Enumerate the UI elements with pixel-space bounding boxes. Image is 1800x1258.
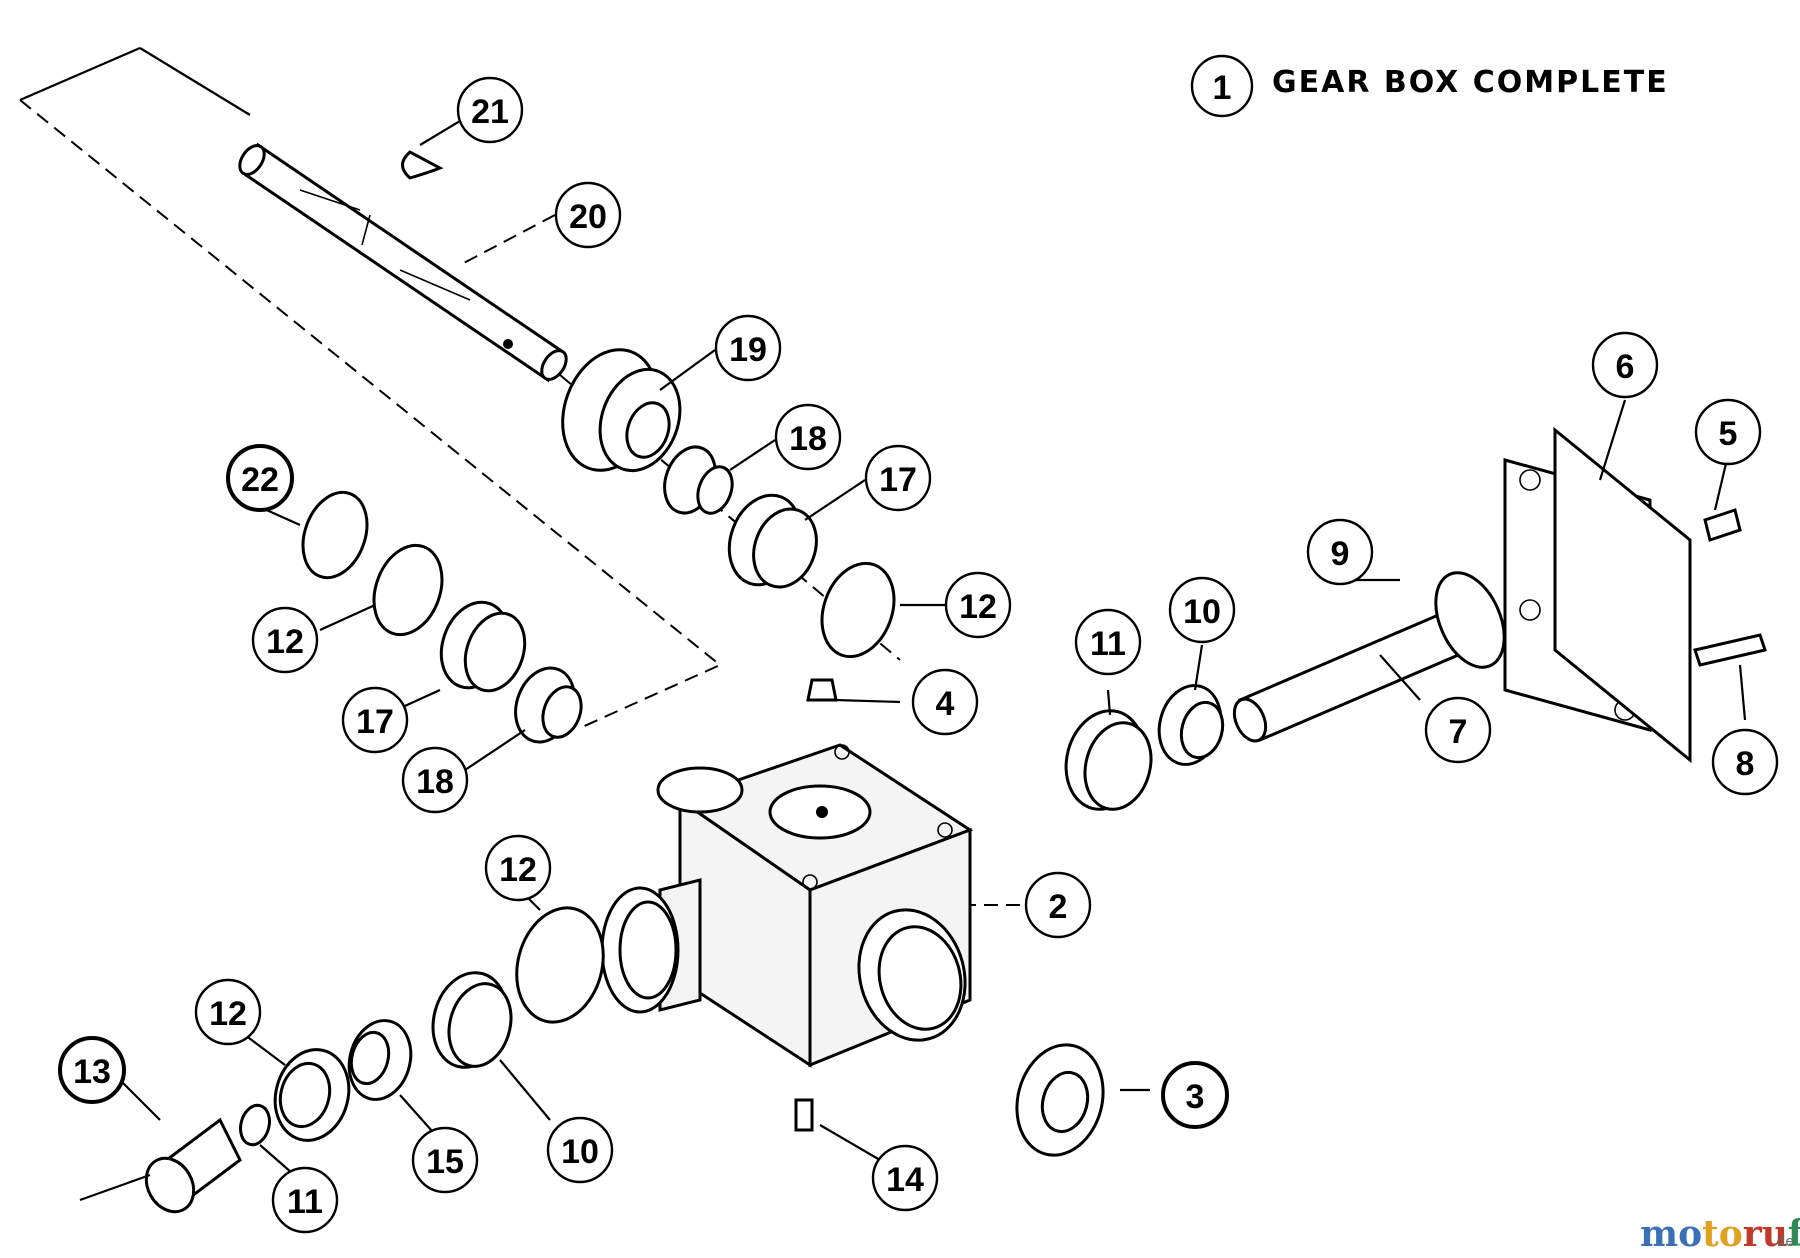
callout-8: 8 xyxy=(1711,728,1779,796)
leader-line xyxy=(139,47,251,116)
svg-text:20: 20 xyxy=(569,198,607,236)
svg-text:12: 12 xyxy=(266,623,304,661)
callout-18: 18 xyxy=(401,746,469,814)
page-title: GEAR BOX COMPLETE xyxy=(1272,65,1669,100)
svg-text:17: 17 xyxy=(356,703,394,741)
callout-17: 17 xyxy=(864,444,932,512)
svg-text:8: 8 xyxy=(1736,745,1755,783)
svg-text:19: 19 xyxy=(729,331,767,369)
leader-lines xyxy=(79,114,1747,1202)
part-bearing-10a xyxy=(1157,684,1225,766)
part-seal-13 xyxy=(273,1048,351,1142)
callout-21: 21 xyxy=(456,76,524,144)
callout-5: 5 xyxy=(1694,398,1762,466)
part-housing-2 xyxy=(600,743,974,1068)
svg-text:14: 14 xyxy=(886,1161,924,1199)
callout-10: 15 xyxy=(411,1126,479,1194)
callout-2: 2 xyxy=(1024,871,1092,939)
callout-14: 11 xyxy=(271,1166,339,1234)
callout-13: 12 xyxy=(194,978,262,1046)
part-plug-4 xyxy=(806,678,838,702)
callout-11: 10 xyxy=(546,1116,614,1184)
svg-text:11: 11 xyxy=(1090,625,1126,663)
svg-text:13: 13 xyxy=(73,1053,111,1091)
svg-text:17: 17 xyxy=(879,461,917,499)
part-cup-11a xyxy=(1064,709,1153,811)
callout-9: 9 xyxy=(1306,518,1374,586)
callout-10: 10 xyxy=(1168,576,1236,644)
svg-text:21: 21 xyxy=(471,93,509,131)
part-snapring-12c xyxy=(515,906,605,1024)
watermark-text: motoruf xyxy=(1640,1213,1800,1255)
watermark-suffix: .de xyxy=(1772,1234,1794,1250)
leader-line xyxy=(19,46,141,102)
part-pinion-9 xyxy=(1232,571,1506,743)
svg-text:10: 10 xyxy=(1183,593,1221,631)
callout-6: 6 xyxy=(1591,331,1659,399)
part-cup-17b xyxy=(439,600,527,693)
svg-text:9: 9 xyxy=(1331,535,1350,573)
watermark-logo: motoruf .de xyxy=(1640,1213,1800,1255)
part-plug-3 xyxy=(794,1098,814,1132)
title-number: 1 xyxy=(1213,69,1232,107)
part-cup-11b xyxy=(431,971,513,1069)
svg-text:15: 15 xyxy=(426,1143,464,1181)
part-snapring-12b xyxy=(372,543,444,637)
svg-text:12: 12 xyxy=(959,588,997,626)
svg-text:11: 11 xyxy=(287,1183,323,1221)
part-cap-15 xyxy=(144,1117,242,1214)
callout-15: 13 xyxy=(58,1036,126,1104)
callout-12: 12 xyxy=(484,834,552,902)
assembly-line xyxy=(19,99,722,729)
svg-text:2: 2 xyxy=(1049,888,1068,926)
callout-22: 22 xyxy=(226,444,294,512)
svg-text:7: 7 xyxy=(1449,713,1468,751)
svg-text:18: 18 xyxy=(789,420,827,458)
svg-text:10: 10 xyxy=(561,1133,599,1171)
svg-text:18: 18 xyxy=(416,763,454,801)
svg-text:12: 12 xyxy=(209,995,247,1033)
part-bearing-18a xyxy=(663,445,734,515)
part-screw-8 xyxy=(1693,633,1767,667)
callout-3: 14 xyxy=(871,1144,939,1212)
svg-text:5: 5 xyxy=(1719,415,1738,453)
callout-12: 12 xyxy=(944,571,1012,639)
part-bearing-10b xyxy=(347,1019,413,1101)
callout-12: 12 xyxy=(251,606,319,674)
callout-16: 3 xyxy=(1161,1061,1229,1129)
part-gasket-6 xyxy=(1553,426,1692,764)
part-gear-19 xyxy=(561,348,682,473)
part-cup-17a xyxy=(727,493,818,589)
part-oring-14 xyxy=(239,1103,271,1147)
callout-18: 18 xyxy=(774,403,842,471)
callout-4: 4 xyxy=(911,668,979,736)
part-bearing-18b xyxy=(514,666,583,744)
svg-text:4: 4 xyxy=(936,685,955,723)
svg-text:12: 12 xyxy=(499,851,537,889)
callout-11: 11 xyxy=(1074,608,1142,676)
callout-20: 20 xyxy=(554,181,622,249)
callout-gearbox-complete: 1 xyxy=(1190,54,1254,118)
callout-19: 19 xyxy=(714,314,782,382)
part-ring-22 xyxy=(301,490,369,580)
svg-text:3: 3 xyxy=(1186,1078,1205,1116)
callout-17: 17 xyxy=(341,686,409,754)
svg-text:6: 6 xyxy=(1616,348,1635,386)
part-snapring-12a xyxy=(820,561,896,659)
svg-text:22: 22 xyxy=(241,461,279,499)
part-key-21 xyxy=(401,150,444,180)
part-shaft-20 xyxy=(238,142,568,383)
part-screw-5 xyxy=(1703,508,1742,542)
title-group: 1 GEAR BOX COMPLETE xyxy=(1190,54,1669,118)
part-seal-16 xyxy=(1015,1043,1105,1157)
callout-7: 7 xyxy=(1424,696,1492,764)
